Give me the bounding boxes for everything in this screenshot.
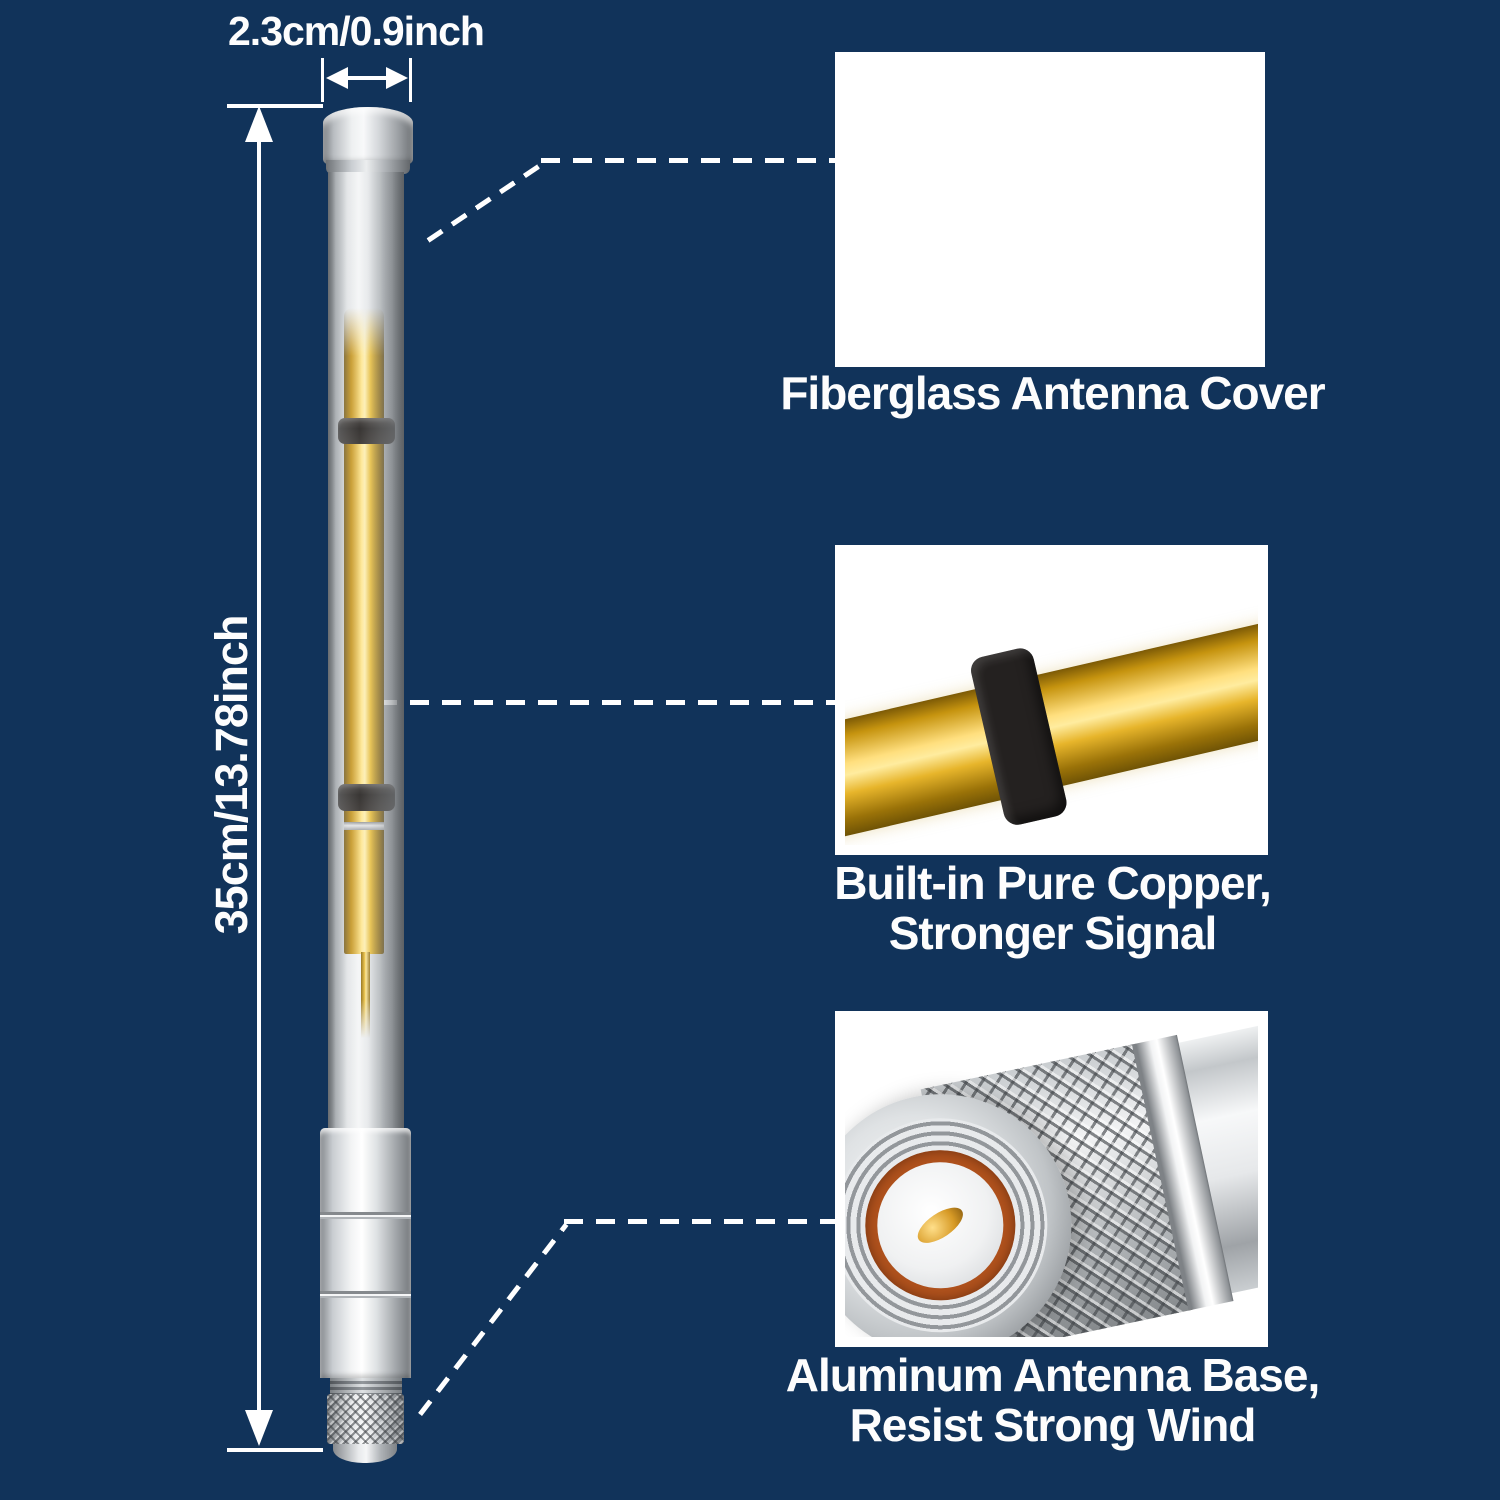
width-arrow-line [334,76,400,80]
antenna-cap-rim [326,160,410,174]
base-neck-rings [330,1378,402,1394]
inset-fiberglass-cover [835,52,1265,367]
tube-sheen [328,172,404,1128]
callout-line-middle-horizontal [378,700,835,705]
width-tick-right [409,58,412,102]
antenna-top-cap [323,107,413,165]
height-tick-bottom [227,1448,323,1452]
fiberglass-cover-photo [845,62,1255,357]
connector-knurled-nut [327,1394,404,1444]
label-line: Built-in Pure Copper, [834,857,1271,909]
label-line: Resist Strong Wind [849,1399,1257,1451]
width-arrow-left-icon [326,67,348,89]
antenna-fiberglass-tube [328,172,404,1128]
copper-rod-photo [845,555,1258,845]
connector-tip [333,1444,397,1463]
base-groove [320,1291,411,1298]
fiberglass-tube-closeup [845,62,1255,357]
label-fiberglass-cover: Fiberglass Antenna Cover [770,368,1335,418]
height-dimension-label: 35cm/13.78inch [206,615,257,935]
inset-copper-rod [835,545,1268,855]
callout-line-bottom-diagonal [418,1222,569,1417]
label-pure-copper: Built-in Pure Copper, Stronger Signal [770,858,1335,958]
label-line: Fiberglass Antenna Cover [780,367,1325,419]
height-arrow-up-icon [245,106,273,142]
width-arrow-right-icon [386,67,408,89]
label-line: Stronger Signal [888,907,1217,959]
height-tick-top [227,104,323,108]
inset-antenna-base [835,1011,1268,1347]
label-line: Aluminum Antenna Base, [785,1349,1320,1401]
connector-photo [845,1021,1258,1337]
width-dimension-label: 2.3cm/0.9inch [228,8,485,54]
base-groove [320,1212,411,1219]
height-arrow-down-icon [245,1410,273,1446]
width-tick-left [321,58,324,102]
aluminum-base-sleeve [320,1128,411,1378]
callout-line-bottom-horizontal [564,1219,835,1224]
callout-line-top-horizontal [541,158,835,163]
callout-line-top-diagonal [426,161,545,243]
height-dimension-line [257,132,261,1422]
label-aluminum-base: Aluminum Antenna Base, Resist Strong Win… [770,1350,1335,1450]
